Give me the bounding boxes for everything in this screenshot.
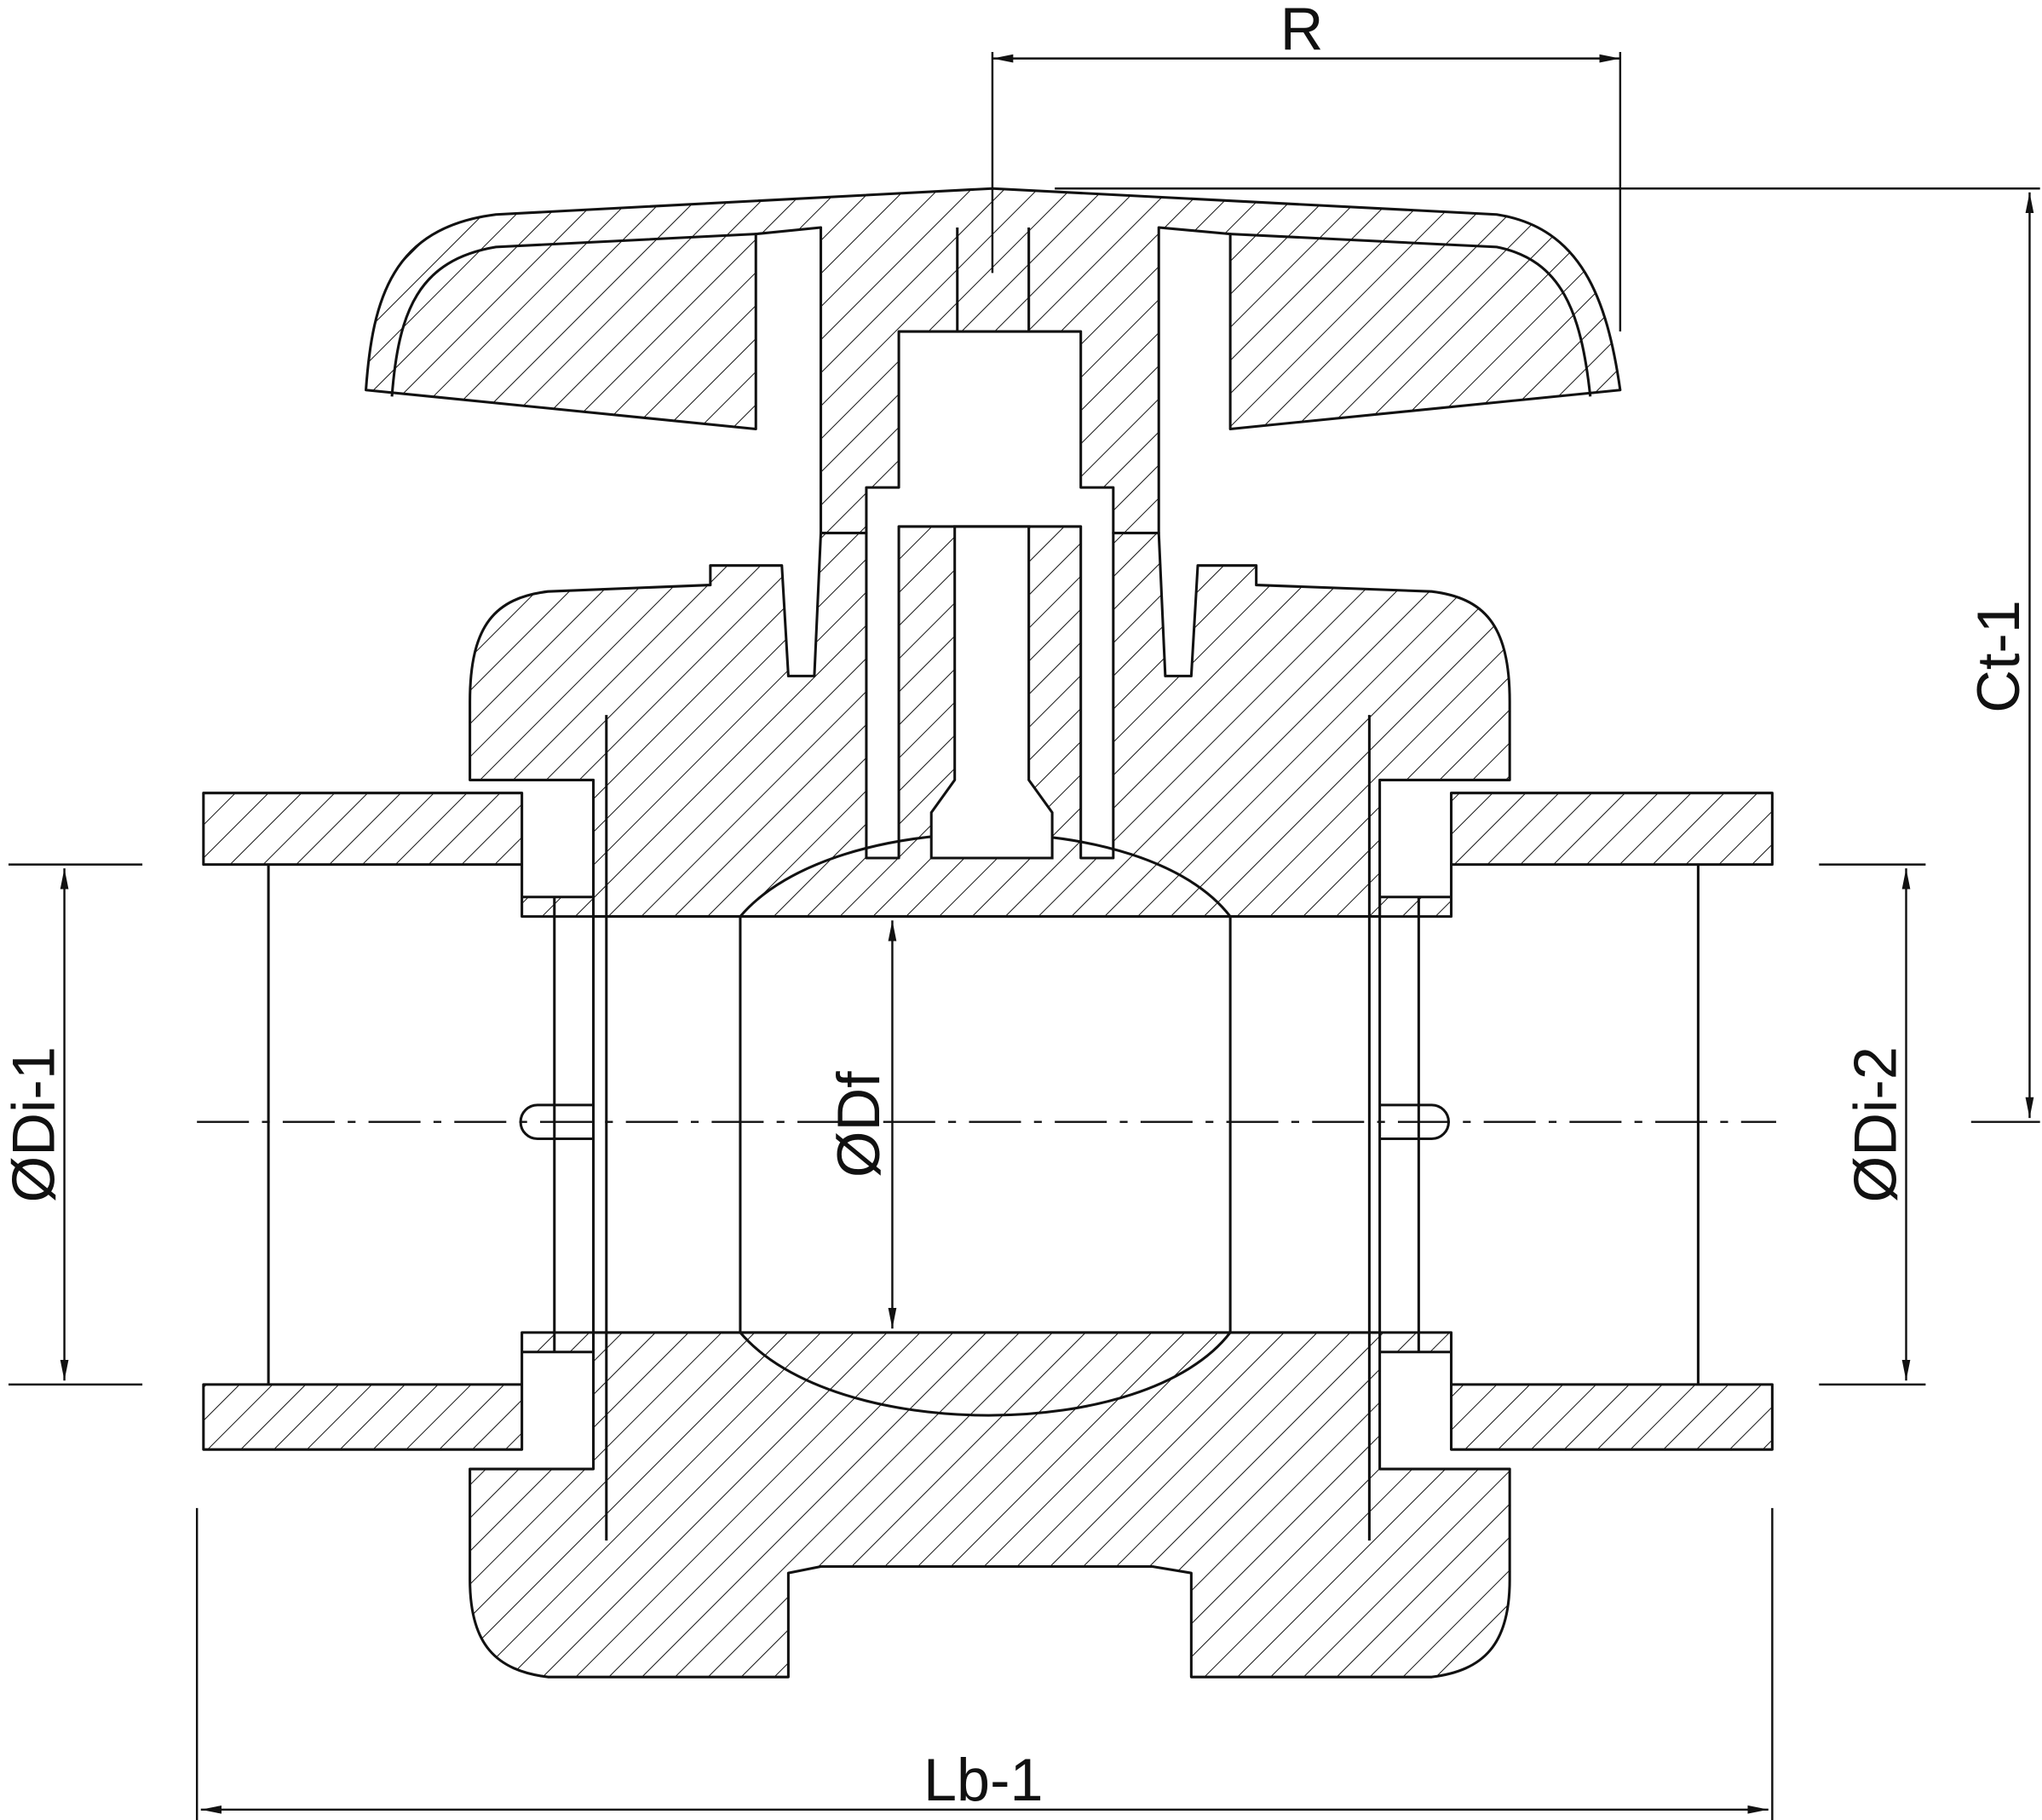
handle-inner-edge <box>390 233 1592 397</box>
stem-slot <box>956 228 1031 332</box>
left-pipe-end-bottom <box>202 1331 595 1451</box>
dimension-Ct-1: Ct-1 <box>1055 187 2040 1123</box>
label-Ct-1: Ct-1 <box>1964 600 2032 713</box>
label-Df: ØDf <box>825 1071 892 1178</box>
valve-body-bottom <box>469 1331 1511 1679</box>
label-R: R <box>1280 0 1324 62</box>
dimension-Di-2: ØDi-2 <box>1819 863 1926 1386</box>
left-pipe-end-top <box>202 792 595 919</box>
bore <box>592 915 1382 1334</box>
dimension-Lb-1: Lb-1 <box>195 1507 1774 1820</box>
right-pipe-end-top <box>1378 792 1774 919</box>
dimension-Df: ØDf <box>825 920 897 1329</box>
right-pipe-end-bottom <box>1378 1331 1774 1451</box>
seal-lines <box>267 715 1700 1541</box>
dimension-R: R <box>991 0 1622 332</box>
label-Di-2: ØDi-2 <box>1841 1046 1908 1202</box>
label-Lb-1: Lb-1 <box>923 1746 1043 1813</box>
stem-core <box>929 525 1054 860</box>
label-Di-1: ØDi-1 <box>0 1046 66 1202</box>
handle <box>365 187 1622 535</box>
dimension-Di-1: ØDi-1 <box>0 863 143 1386</box>
